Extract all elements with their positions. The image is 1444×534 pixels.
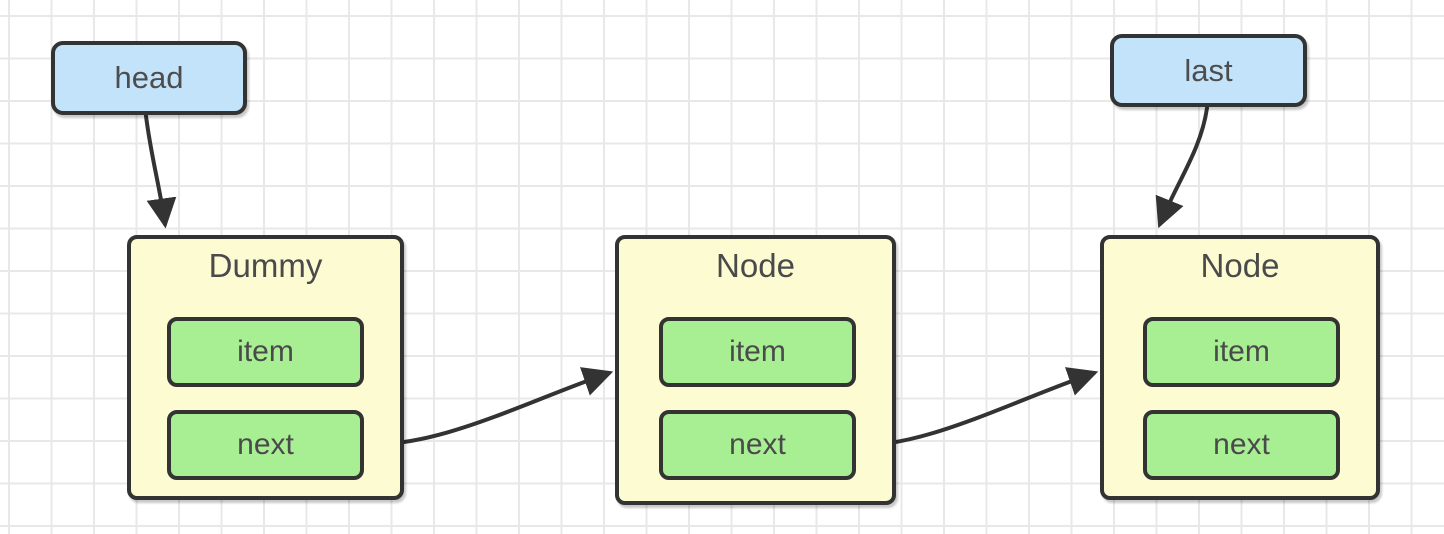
field-label: next — [729, 428, 786, 461]
pointer-box-head[interactable]: head — [51, 41, 247, 115]
pointer-box-last[interactable]: last — [1110, 34, 1307, 107]
field-label: item — [729, 335, 786, 368]
pointer-last-label: last — [1184, 52, 1233, 88]
node-dummy-field-next[interactable]: next — [167, 410, 364, 480]
node-middle-field-next[interactable]: next — [659, 410, 856, 480]
node-last-field-next[interactable]: next — [1143, 410, 1340, 480]
node-dummy-field-item[interactable]: item — [167, 317, 364, 387]
field-label: item — [237, 335, 294, 368]
arrow-last-to-node3 — [1155, 106, 1209, 229]
field-label: item — [1213, 335, 1270, 368]
node-dummy-title: Dummy — [208, 247, 323, 284]
node-middle-title: Node — [716, 247, 795, 284]
node-last-field-item[interactable]: item — [1143, 317, 1340, 387]
node-last[interactable]: Node item next — [1100, 235, 1380, 500]
node-dummy[interactable]: Dummy item next — [127, 235, 404, 500]
arrow-head-to-dummy — [144, 114, 177, 229]
field-label: next — [1213, 428, 1270, 461]
field-label: next — [237, 428, 294, 461]
pointer-head-label: head — [114, 60, 184, 95]
node-last-title: Node — [1200, 247, 1280, 284]
node-middle[interactable]: Node item next — [615, 235, 896, 505]
node-middle-field-item[interactable]: item — [659, 317, 856, 387]
